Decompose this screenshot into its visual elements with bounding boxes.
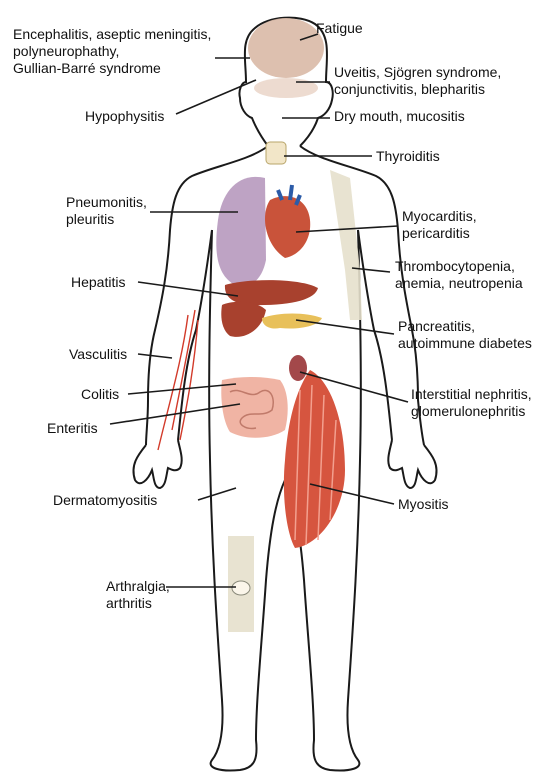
knee-joint — [232, 581, 250, 595]
label-fatigue: Fatigue — [316, 20, 363, 37]
pancreas-shape — [262, 314, 322, 329]
label-thyroid: Thyroiditis — [376, 148, 440, 165]
vessel-shape — [158, 310, 198, 450]
label-skin: Dermatomyositis — [53, 492, 157, 509]
muscle-shape — [284, 370, 345, 548]
label-colon: Colitis — [81, 386, 119, 403]
leader-skin — [198, 488, 236, 500]
heart-shape — [265, 196, 310, 258]
label-kidney: Interstitial nephritis, glomerulonephrit… — [411, 386, 532, 420]
leader-pancreas — [296, 320, 394, 334]
thyroid-shape — [266, 142, 286, 164]
label-hypophysitis: Hypophysitis — [85, 108, 164, 125]
bone-arm — [330, 170, 362, 320]
label-lung: Pneumonitis, pleuritis — [66, 194, 147, 228]
label-bowel: Enteritis — [47, 420, 98, 437]
leader-hypophysitis — [176, 80, 256, 114]
label-eye: Uveitis, Sjögren syndrome, conjunctiviti… — [334, 64, 501, 98]
kidney-shape — [289, 355, 307, 381]
leader-liver — [138, 282, 238, 296]
lung-shape — [216, 177, 266, 286]
brain-shape — [248, 18, 324, 78]
label-liver: Hepatitis — [71, 274, 125, 291]
eyes-region — [254, 78, 318, 98]
leader-bowel — [110, 404, 240, 424]
label-blood: Thrombocytopenia, anemia, neutropenia — [395, 258, 523, 292]
label-heart: Myocarditis, pericarditis — [402, 208, 477, 242]
leader-vessels — [138, 354, 172, 358]
right-hand-outline — [388, 440, 436, 488]
label-joint: Arthralgia, arthritis — [106, 578, 170, 612]
liver-lower — [221, 302, 266, 337]
liver-shape — [225, 280, 318, 305]
label-pancreas: Pancreatitis, autoimmune diabetes — [398, 318, 532, 352]
label-vessels: Vasculitis — [69, 346, 127, 363]
left-hand-outline — [133, 440, 181, 488]
label-muscle: Myositis — [398, 496, 449, 513]
label-neuro: Encephalitis, aseptic meningitis, polyne… — [13, 26, 211, 77]
leader-colon — [128, 384, 236, 394]
label-mouth: Dry mouth, mucositis — [334, 108, 465, 125]
